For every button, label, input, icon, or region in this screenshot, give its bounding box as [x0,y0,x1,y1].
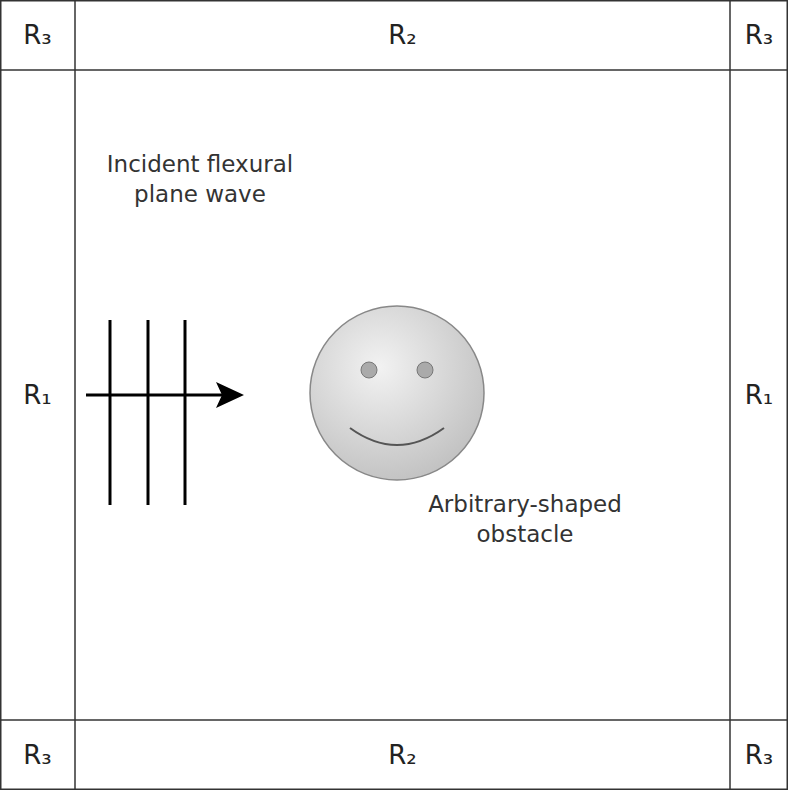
plane-wave-symbol [86,320,222,505]
arrow-head [216,382,244,408]
region-label: R₂ [388,20,417,50]
region-label: R₁ [23,380,52,410]
region-label: R₂ [388,740,417,770]
region-band: R₃ [0,720,75,790]
region-label: R₃ [23,740,52,770]
obstacle-symbol [310,306,484,480]
region-label: R₁ [745,380,774,410]
region-label: R₃ [23,20,52,50]
region-band: R₂ [75,0,730,70]
region-band: R₃ [730,0,788,70]
region-label: R₃ [745,20,774,50]
region-band: R₃ [0,0,75,70]
wave-label: Incident flexural plane wave [80,150,320,210]
region-band: R₂ [75,720,730,790]
obstacle-label: Arbitrary-shaped obstacle [380,490,670,550]
region-band: R₁ [0,70,75,720]
region-band: R₁ [730,70,788,720]
region-label: R₃ [745,740,774,770]
region-band: R₃ [730,720,788,790]
